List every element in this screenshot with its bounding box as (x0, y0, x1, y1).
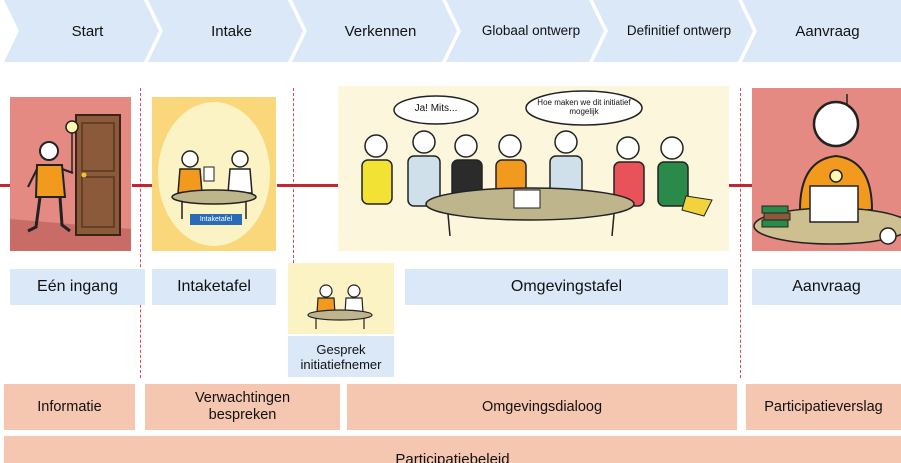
phase-divider (140, 88, 141, 378)
phase-divider (740, 88, 741, 378)
person-at-door-icon (10, 114, 131, 251)
label-intaketafel: Intaketafel (152, 269, 276, 305)
label-omgevingstafel: Omgevingstafel (405, 269, 728, 305)
phase-divider (293, 88, 294, 263)
phase-intake: Intake (148, 0, 303, 62)
chevron-shape (593, 0, 753, 62)
gesprek-illustration (288, 263, 394, 334)
process-line (0, 184, 10, 187)
chevron-shape (742, 0, 901, 62)
speech-bubble: Ja! Mits... (414, 103, 458, 114)
phase-globaal-ontwerp: Globaal ontwerp (446, 0, 604, 62)
label-een-ingang: Eén ingang (10, 269, 145, 305)
intake-illustration: Intaketafel (152, 97, 276, 251)
intake-sign: Intaketafel (190, 214, 242, 225)
omgevingstafel-illustration: Ja! Mits... Hoe maken we dit initiatief … (338, 86, 729, 251)
footer-participatiebeleid: Participatiebeleid (4, 436, 901, 463)
phase-verkennen: Verkennen (292, 0, 457, 62)
process-line (728, 184, 752, 187)
label-aanvraag: Aanvraag (752, 269, 901, 305)
phase-label: Intake (211, 22, 252, 40)
chevron-shape (148, 0, 303, 62)
chevron-shape (4, 0, 159, 62)
chevron-shape (292, 0, 457, 62)
phase-label: Start (71, 22, 104, 40)
phase-start: Start (4, 0, 159, 62)
activity-informatie: Informatie (4, 384, 135, 430)
round-table-discussion-icon (361, 90, 713, 237)
phase-aanvraag: Aanvraag (742, 0, 901, 62)
footer-label: Participatiebeleid (395, 451, 510, 463)
aanvraag-illustration (752, 88, 901, 251)
intake-table-icon (158, 102, 270, 246)
activity-omgevingsdialoog: Omgevingsdialoog (347, 384, 737, 430)
phase-label: Verkennen (344, 22, 417, 40)
activity-verwachtingen: Verwachtingen bespreken (145, 384, 340, 430)
process-line (132, 184, 152, 187)
person-at-laptop-icon (753, 94, 901, 245)
door-illustration (10, 97, 131, 251)
activity-participatieverslag: Participatieverslag (746, 384, 901, 430)
label-gesprek: Gesprek initiatiefnemer (288, 336, 394, 377)
process-line (277, 184, 338, 187)
conversation-table-icon (307, 284, 373, 329)
phase-label: Aanvraag (795, 22, 860, 40)
phase-definitief-ontwerp: Definitief ontwerp (593, 0, 753, 62)
speech-bubble: Hoe maken we dit initiatief mogelijk (537, 98, 631, 116)
phase-label: Definitief ontwerp (626, 23, 732, 38)
chevron-shape (446, 0, 604, 62)
phase-label: Globaal ontwerp (481, 23, 581, 38)
